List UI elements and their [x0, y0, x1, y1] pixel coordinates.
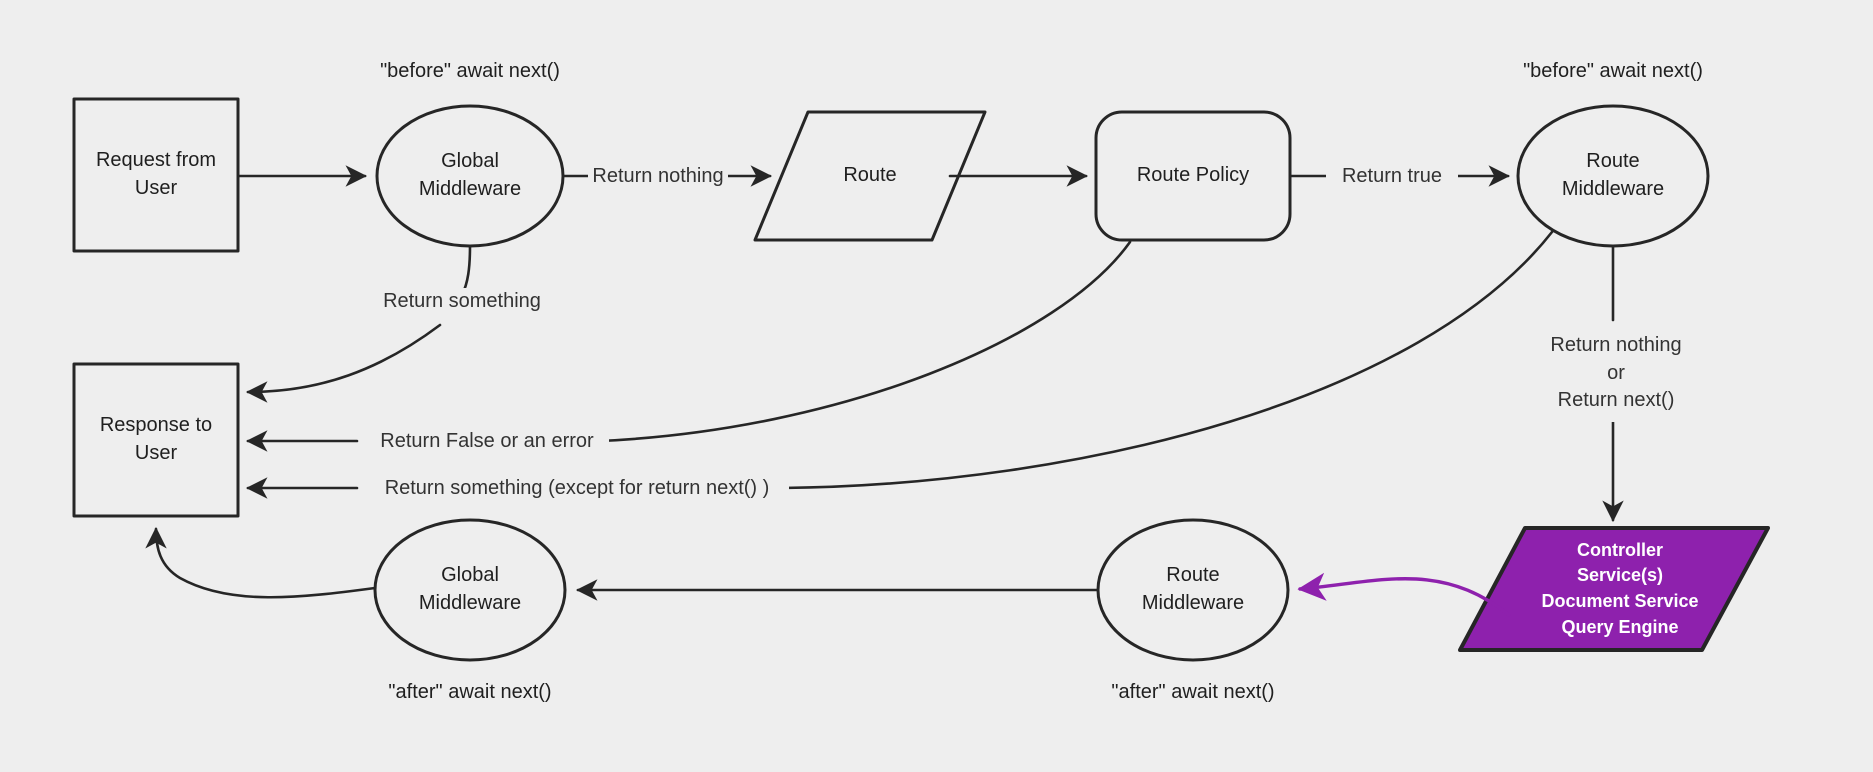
- node-global-middleware-after[interactable]: [375, 520, 565, 660]
- node-global-middleware-after-shape[interactable]: [373, 518, 567, 662]
- node-route-middleware-before[interactable]: [1518, 106, 1708, 246]
- node-route-middleware-after[interactable]: [1098, 520, 1288, 660]
- node-response-to-user[interactable]: [74, 364, 238, 516]
- node-response-to-user-shape[interactable]: [72, 362, 240, 518]
- edge-global-middleware-to-response: [246, 323, 442, 403]
- edge-route-middleware-to-response-right: [780, 230, 1554, 490]
- edge-global-middleware-to-response-upper: [460, 244, 472, 297]
- edge-global-middleware-after-to-response: [145, 527, 377, 599]
- node-controller[interactable]: [1460, 528, 1768, 650]
- node-route[interactable]: [755, 112, 985, 240]
- edge-route-policy-to-response-right: [598, 240, 1132, 443]
- node-request-from-user-shape[interactable]: [72, 97, 240, 253]
- node-route-shape[interactable]: [753, 110, 987, 242]
- node-global-middleware-before[interactable]: [377, 106, 563, 246]
- edge-controller-to-route-middleware-after: [1297, 572, 1511, 617]
- node-route-policy[interactable]: [1096, 112, 1290, 240]
- node-request-from-user[interactable]: [74, 99, 238, 251]
- node-controller-shape[interactable]: [1458, 526, 1770, 652]
